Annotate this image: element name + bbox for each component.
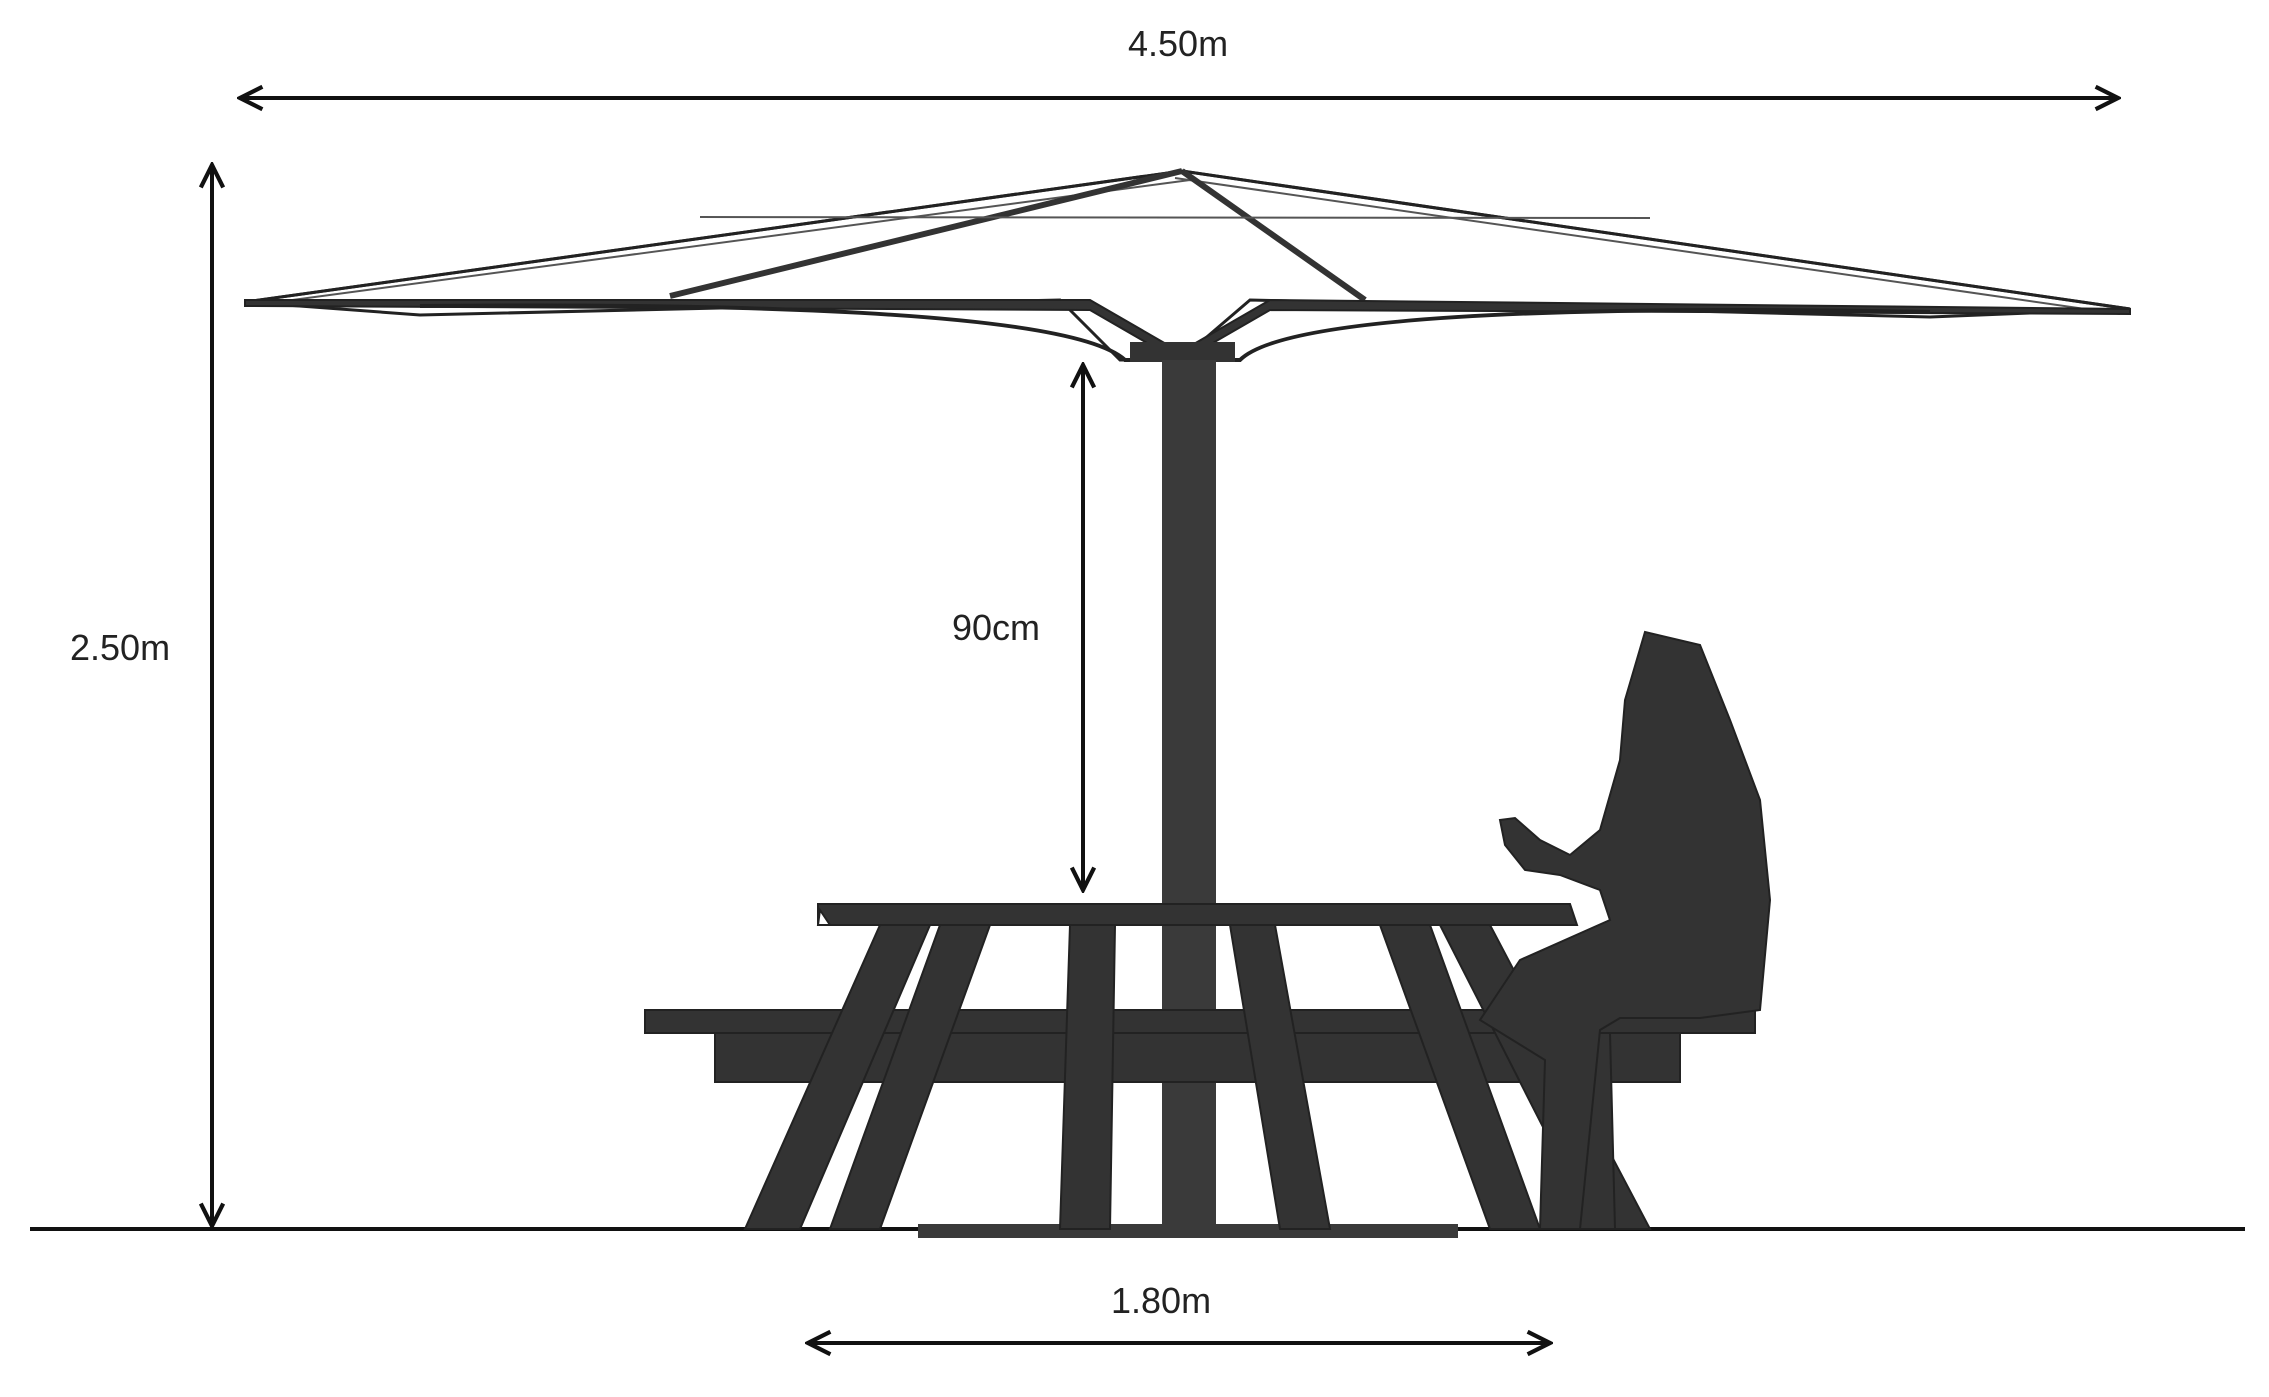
overall-height-label: 2.50m [70, 627, 171, 668]
clearance-label: 90cm [952, 607, 1041, 648]
overall-width-label: 4.50m [1128, 23, 1229, 64]
umbrella-base [918, 1224, 1458, 1238]
picnic-table [644, 903, 1756, 1230]
umbrella-pole [1162, 360, 1216, 1230]
seated-person-silhouette [1478, 630, 1772, 1230]
umbrella-canopy [244, 168, 2131, 364]
table-length-label: 1.80m [1111, 1280, 1212, 1321]
